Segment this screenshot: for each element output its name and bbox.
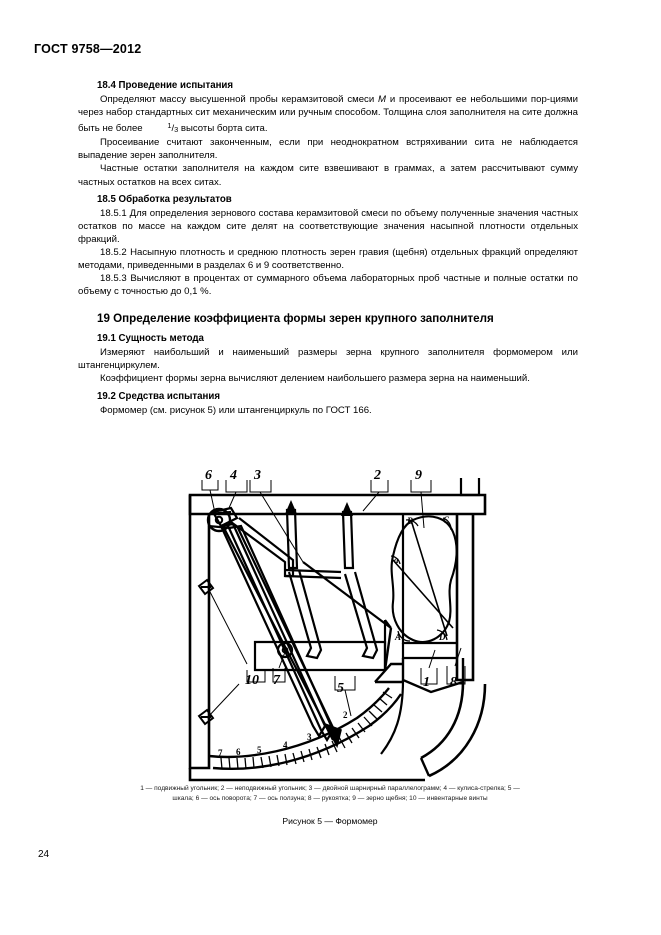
paragraph-18-4-1: Определяют массу высушенной пробы керамз… [78, 93, 578, 136]
callout-3: 3 [253, 468, 261, 483]
text-b: и просеивают ее небольшими пор-циями чер… [78, 94, 578, 135]
callout-8: 8 [450, 675, 457, 690]
document-body: 18.4 Проведение испытания Определяют мас… [78, 80, 578, 417]
figure-legend-line-1: 1 — подвижный угольник; 2 — неподвижный … [140, 785, 520, 792]
paragraph-18-4-2: Просеивание считают законченным, если пр… [78, 137, 578, 162]
scale-tick-7: 7 [218, 748, 223, 758]
callout-6: 6 [205, 468, 212, 483]
paragraph-18-5-2: 18.5.2 Насыпную плотность и среднюю плот… [78, 246, 578, 271]
grain-vertex-C: C [443, 515, 450, 525]
callout-5: 5 [337, 681, 344, 696]
callout-1: 1 [423, 675, 430, 690]
callout-7: 7 [273, 673, 281, 688]
grain-vertex-B: B [406, 516, 413, 526]
grain-vertex-D: D [438, 632, 446, 642]
text-c: высоты борта сита. [178, 123, 268, 135]
scale-tick-4: 4 [283, 740, 288, 750]
standard-header: ГОСТ 9758—2012 [34, 42, 142, 56]
callout-9: 9 [415, 468, 422, 483]
page-number: 24 [38, 849, 50, 860]
figure-legend-line-2: шкала; 6 — ось поворота; 7 — ось ползуна… [172, 795, 488, 803]
figure-title: Рисунок 5 — Формомер [282, 816, 378, 826]
fraction-one-third: 1/3 [167, 121, 179, 135]
fraction-denominator: 3 [174, 125, 179, 135]
heading-19-1: 19.1 Сущность метода [97, 333, 204, 345]
scale-tick-6: 6 [236, 747, 241, 757]
paragraph-18-4-3: Частные остатки заполнителя на каждом си… [78, 163, 578, 188]
callout-4: 4 [229, 468, 237, 483]
callout-2: 2 [373, 468, 381, 483]
fraction-numerator: 1 [167, 121, 172, 131]
scale-tick-5: 5 [257, 745, 262, 755]
heading-19-2: 19.2 Средства испытания [97, 390, 220, 402]
paragraph-18-5-1: 18.5.1 Для определения зернового состава… [78, 207, 578, 245]
scale-tick-3: 3 [307, 732, 312, 742]
paragraph-19-1-2: Коэффициент формы зерна вычисляют делени… [100, 373, 530, 385]
scale-tick-2: 2 [343, 710, 348, 720]
callout-10: 10 [245, 673, 259, 688]
paragraph-18-5-3: 18.5.3 Вычисляют в процентах от суммарно… [78, 273, 578, 298]
page-sheet [22, 18, 639, 918]
heading-18-5: 18.5 Обработка результатов [97, 193, 232, 205]
grain-vertex-A: A [394, 632, 401, 642]
figure-legend: 1 — подвижный угольник; 2 — неподвижный … [80, 784, 580, 804]
text-a: Определяют массу высушенной пробы керамз… [100, 94, 379, 105]
heading-18-4: 18.4 Проведение испытания [97, 80, 234, 91]
paragraph-19-1-1: Измеряют наибольший и наименьший размеры… [78, 347, 578, 372]
symbol-mass: M [378, 94, 387, 105]
formomer-diagram: 6 4 3 2 9 10 7 5 1 8 7 6 5 4 3 [188, 468, 487, 782]
figure-drawing: 6 4 3 2 9 10 7 5 1 8 7 6 5 4 3 [185, 468, 515, 786]
paragraph-19-2-1: Формомер (см. рисунок 5) или штангенцирк… [100, 404, 372, 416]
figure-5: 6 4 3 2 9 10 7 5 1 8 7 6 5 4 3 [0, 468, 661, 826]
heading-19: 19 Определение коэффициента формы зерен … [97, 312, 494, 326]
grain-vertex-a: a [394, 555, 399, 565]
